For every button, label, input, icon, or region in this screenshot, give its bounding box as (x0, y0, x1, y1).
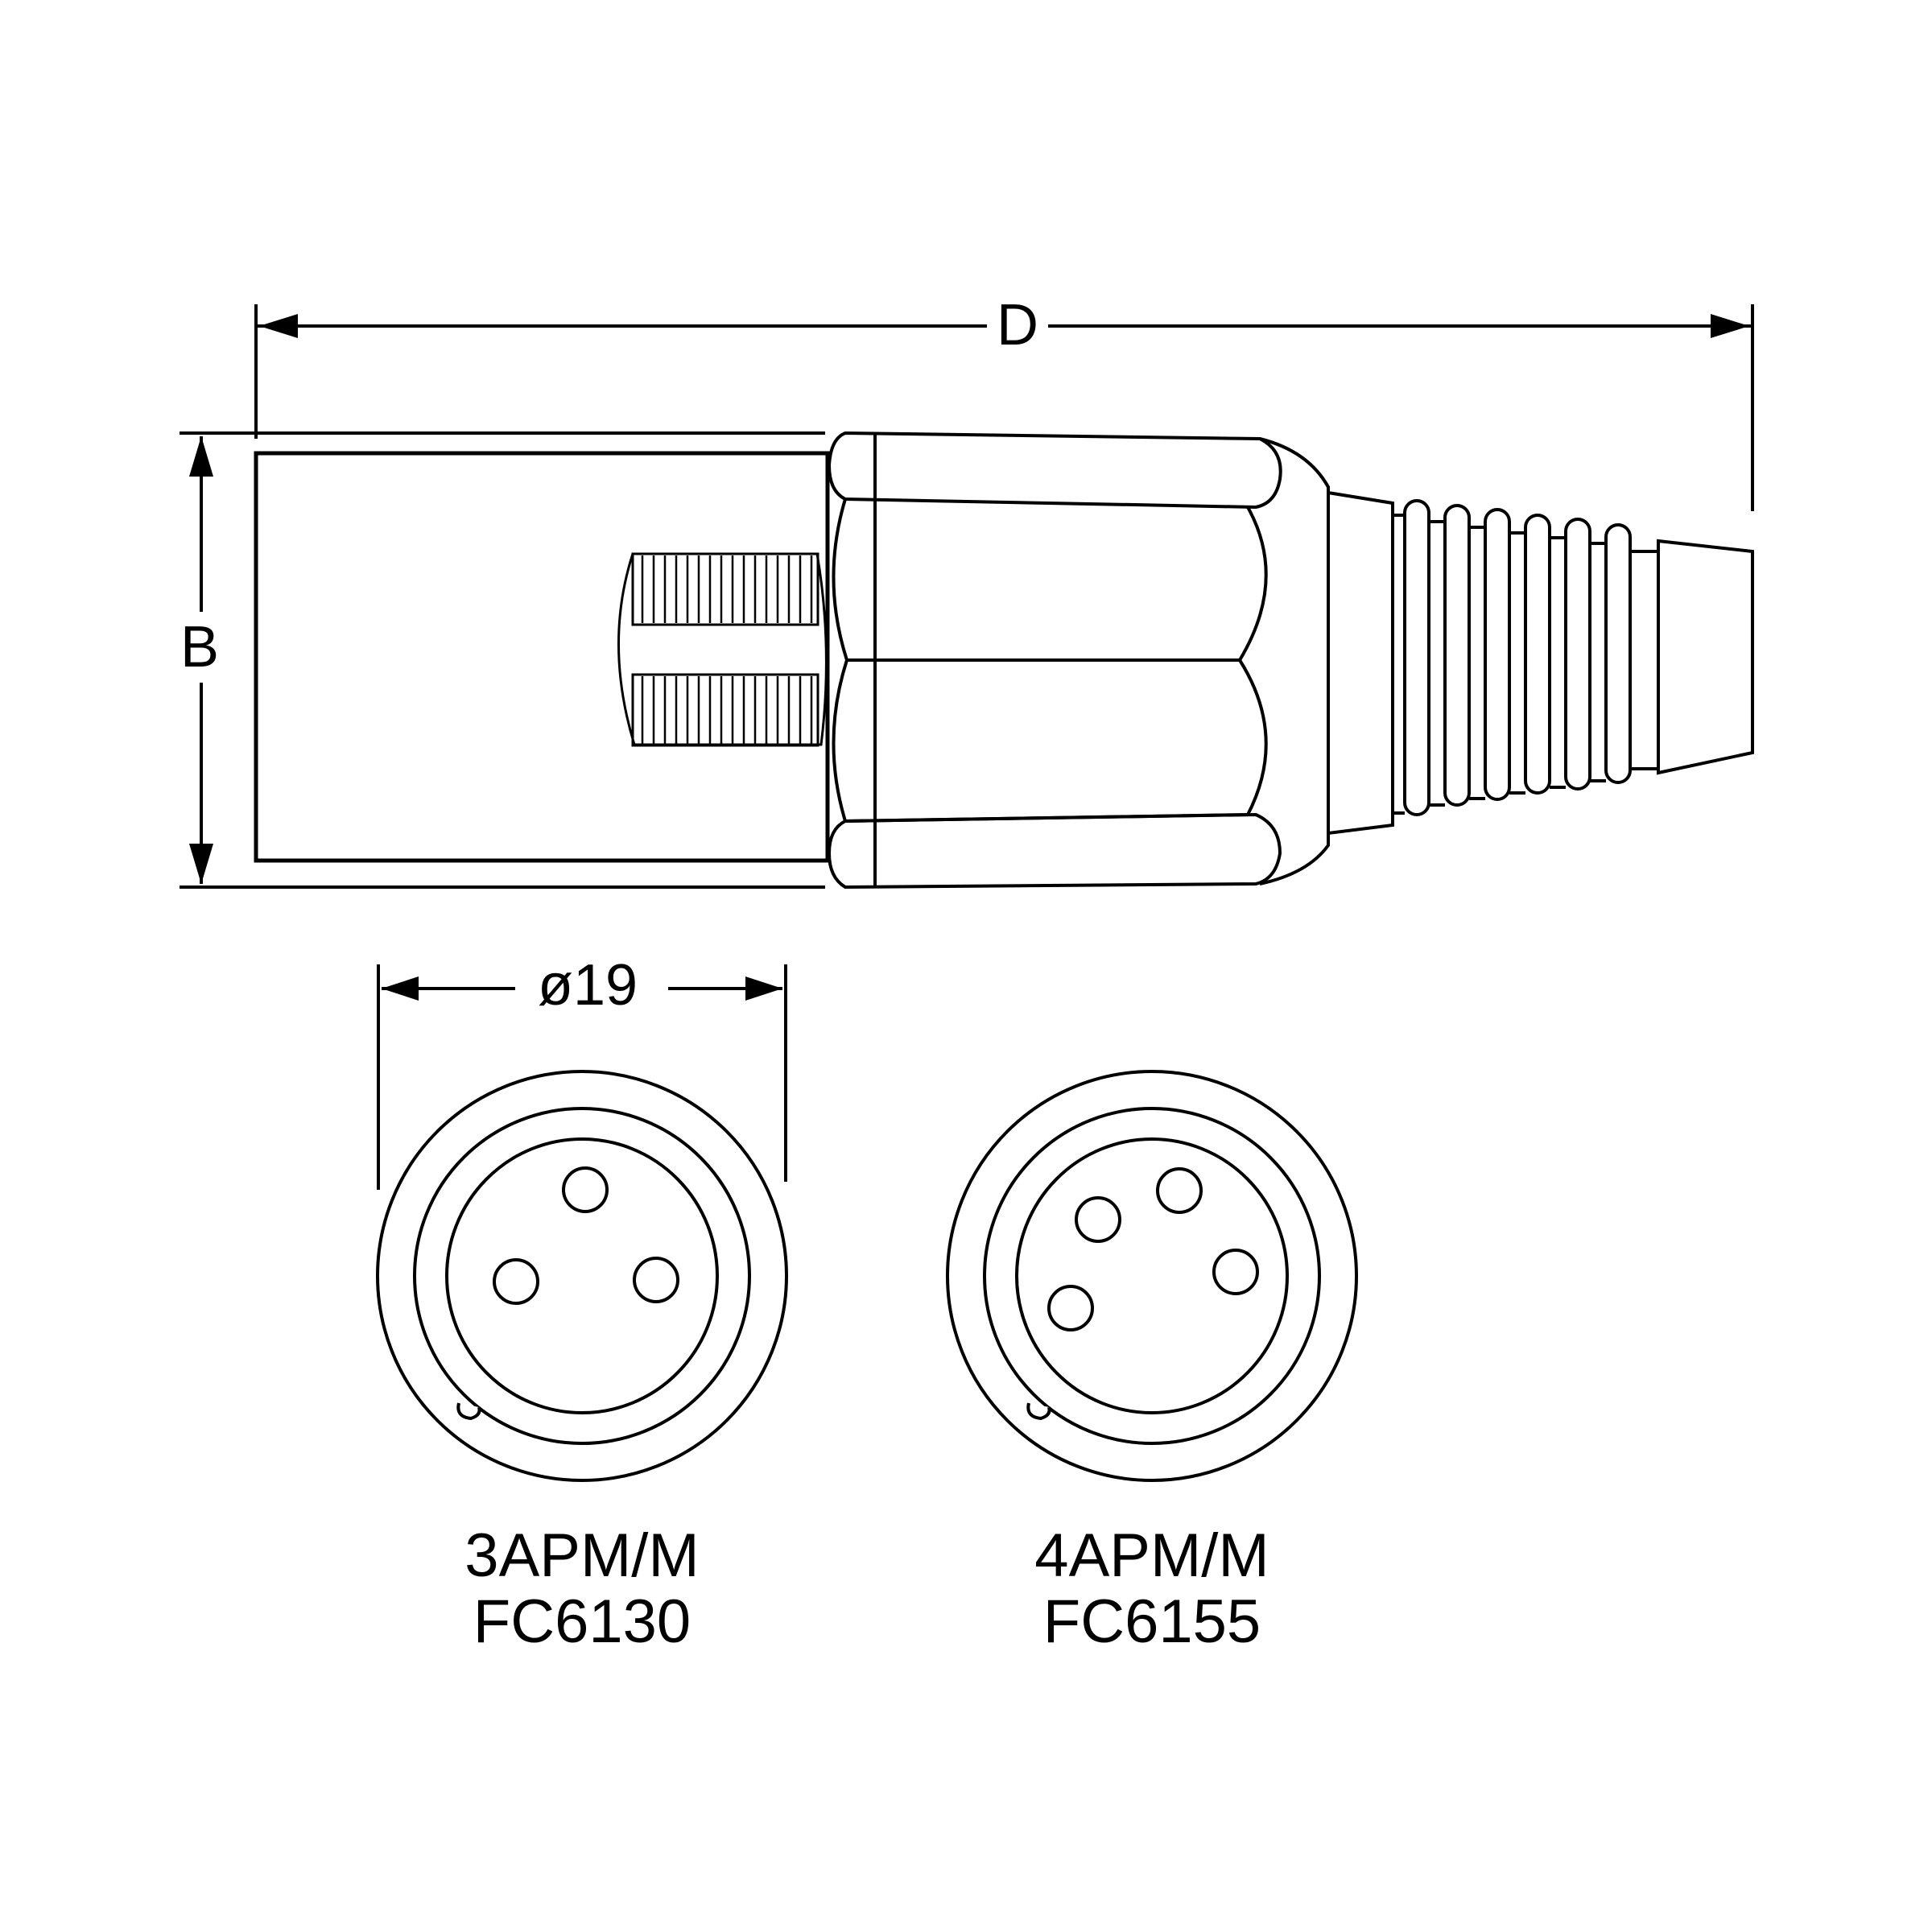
caption-4-pin: 4APM/M FC6155 (951, 1525, 1353, 1657)
model-label: 4APM/M (1034, 1521, 1269, 1590)
dimension-b-label: B (180, 612, 220, 683)
cable-boot (1327, 491, 1754, 835)
caption-3-pin: 3APM/M FC6130 (381, 1525, 783, 1657)
connector-body (254, 451, 830, 863)
connector-face-3-pin (376, 1070, 788, 1482)
dimension-d-label: D (987, 296, 1048, 354)
dimension-diameter (377, 964, 787, 1190)
diameter-label: ø19 (523, 956, 653, 1014)
connector-face-4-pin (946, 1070, 1358, 1482)
dimension-b (180, 431, 825, 889)
model-label: 3APM/M (464, 1521, 700, 1590)
hex-nut (827, 431, 1330, 890)
part-number-label: FC6155 (1042, 1587, 1261, 1656)
latch-knurl (617, 552, 828, 747)
part-number-label: FC6130 (473, 1587, 691, 1656)
